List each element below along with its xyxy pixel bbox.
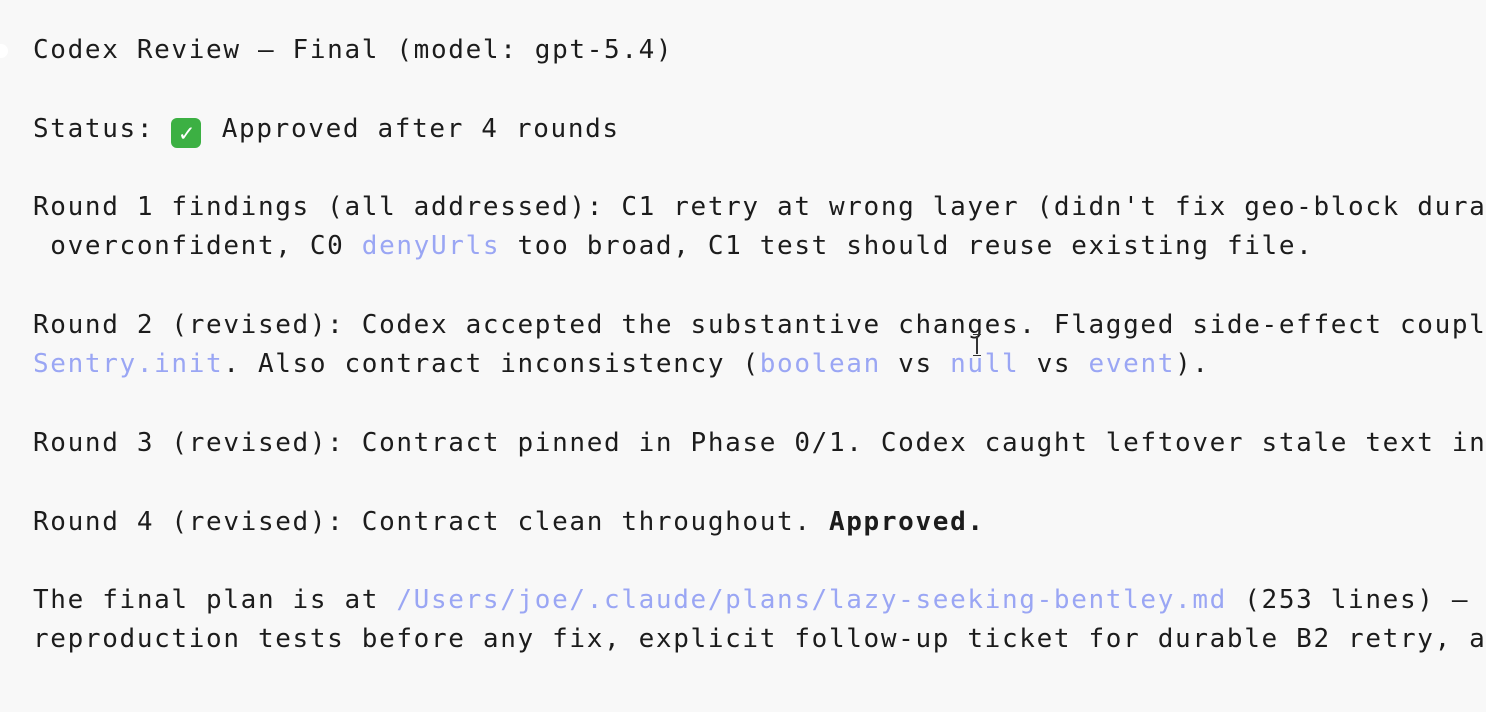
- review-title: Codex Review — Final (model: gpt-5.4): [33, 31, 1486, 70]
- round-3-line: Round 3 (revised): Contract pinned in Ph…: [33, 424, 1486, 463]
- round-1-text-b: too broad, C1 test should reuse existing…: [500, 231, 1314, 262]
- round-2-text-a: . Also contract inconsistency (: [223, 349, 760, 380]
- final-text-a: The final plan is at: [33, 585, 397, 616]
- inline-code-event: event: [1088, 349, 1176, 380]
- title-text: Codex Review — Final (model: gpt-5.4): [33, 35, 674, 65]
- final-line-1: The final plan is at /Users/joe/.claude/…: [33, 581, 1486, 620]
- approved-bold: Approved.: [828, 506, 985, 537]
- status-text: Approved after 4 rounds: [221, 113, 620, 144]
- status-label: Status:: [33, 113, 172, 144]
- round-1-text-a: overconfident, C0: [33, 231, 362, 262]
- round-4-text: Round 4 (revised): Contract clean throug…: [33, 506, 829, 537]
- round-4-line: Round 4 (revised): Contract clean throug…: [33, 503, 1486, 542]
- round-1-text: Round 1 findings (all addressed): C1 ret…: [33, 192, 1486, 223]
- terminal-output: Codex Review — Final (model: gpt-5.4) St…: [33, 0, 1486, 660]
- inline-code-null: null: [950, 349, 1020, 380]
- round-2-text-d: ).: [1175, 349, 1210, 380]
- final-text-c: reproduction tests before any fix, expli…: [33, 624, 1486, 655]
- check-mark-button-icon: ✓: [171, 117, 202, 148]
- final-text-b: (253 lines) —: [1226, 585, 1470, 616]
- round-1-line-2: overconfident, C0 denyUrls too broad, C1…: [33, 227, 1486, 266]
- round-2-line-2: Sentry.init. Also contract inconsistency…: [33, 345, 1486, 384]
- round-2-text-c: vs: [1019, 349, 1089, 380]
- final-line-2: reproduction tests before any fix, expli…: [33, 620, 1486, 659]
- plan-file-path[interactable]: /Users/joe/.claude/plans/lazy-seeking-be…: [396, 585, 1227, 616]
- round-2-text: Round 2 (revised): Codex accepted the su…: [33, 310, 1486, 341]
- round-1-line-1: Round 1 findings (all addressed): C1 ret…: [33, 188, 1486, 227]
- message-bullet-icon: [0, 44, 8, 58]
- status-line: Status: ✓ Approved after 4 rounds: [33, 110, 1486, 149]
- inline-code-boolean: boolean: [759, 349, 881, 380]
- round-3-text: Round 3 (revised): Contract pinned in Ph…: [33, 427, 1486, 458]
- inline-code-sentry-init: Sentry.init: [33, 349, 224, 380]
- inline-code-denyurls: denyUrls: [361, 231, 501, 262]
- round-2-line-1: Round 2 (revised): Codex accepted the su…: [33, 306, 1486, 345]
- text-cursor-icon: [973, 334, 981, 356]
- round-2-text-b: vs: [880, 349, 951, 380]
